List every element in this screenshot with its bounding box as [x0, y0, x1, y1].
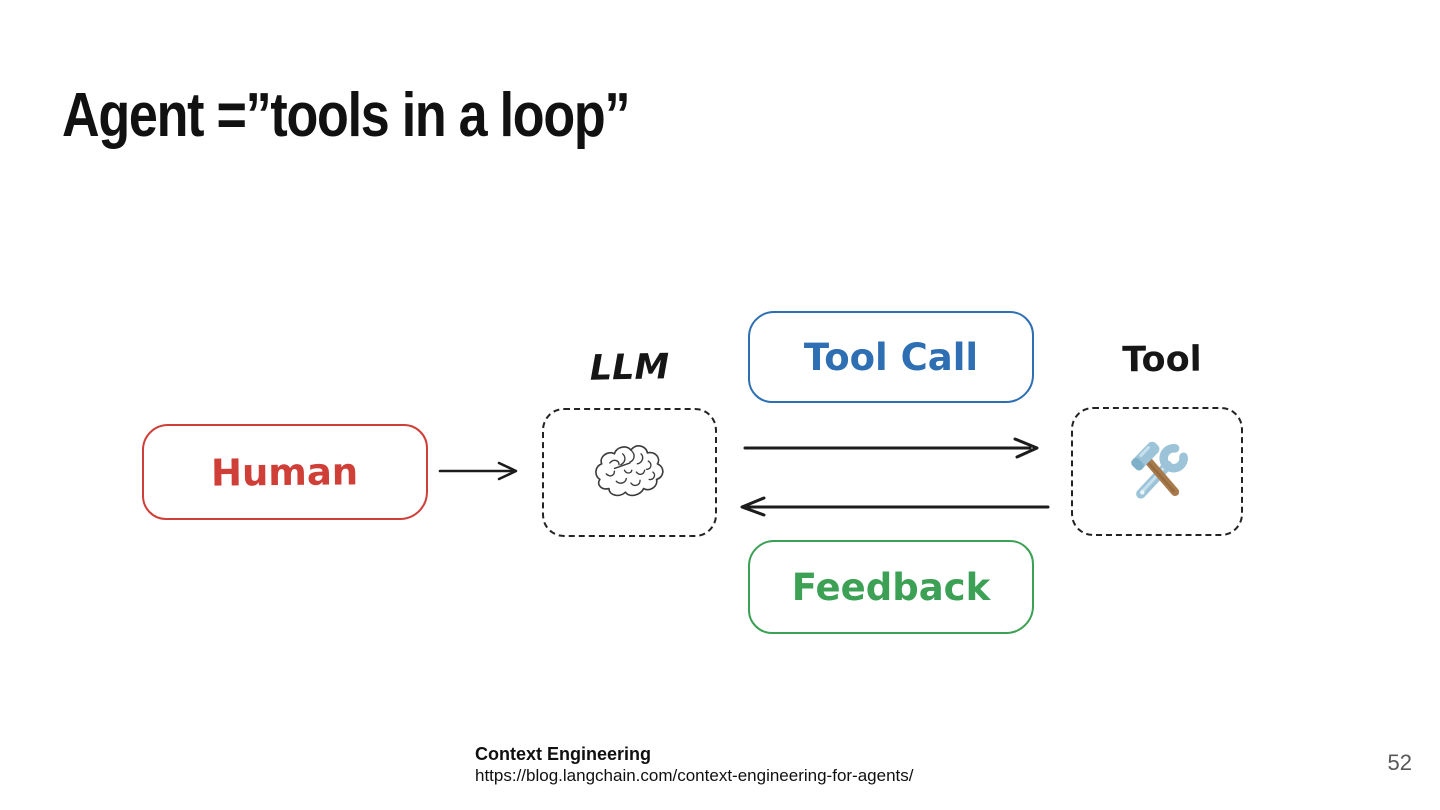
human-node-box: Human — [142, 424, 428, 520]
arrow-tool-to-llm-head — [740, 496, 766, 517]
tool-node-label: Tool — [1122, 339, 1202, 381]
feedback-box: Feedback — [748, 540, 1034, 634]
slide-title: Agent =”tools in a loop” — [62, 81, 630, 150]
llm-node-box — [542, 408, 717, 537]
llm-node-label: LLM — [589, 347, 670, 389]
hammer-wrench-icon — [1131, 441, 1188, 499]
footer: Context Engineering https://blog.langcha… — [475, 744, 913, 786]
arrow-human-to-llm-head — [497, 461, 518, 481]
tool-call-label: Tool Call — [803, 335, 979, 379]
arrow-llm-to-tool-head — [1013, 437, 1039, 459]
tool-call-box: Tool Call — [748, 311, 1034, 403]
brain-sketch-icon — [594, 444, 664, 496]
footer-title: Context Engineering — [475, 744, 652, 764]
footer-url: https://blog.langchain.com/context-engin… — [475, 766, 914, 785]
tool-node-box — [1071, 407, 1243, 536]
page-number: 52 — [1387, 750, 1412, 775]
feedback-label: Feedback — [791, 565, 991, 609]
human-node-label: Human — [211, 449, 359, 495]
